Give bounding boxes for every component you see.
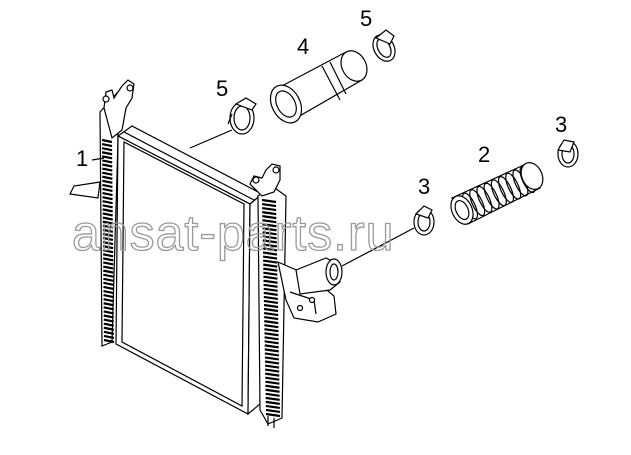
callout-1: 1 (76, 146, 88, 171)
callout-3-upper: 3 (555, 112, 567, 137)
callout-5-right: 5 (360, 6, 372, 31)
hose-clamp-icon (413, 205, 435, 236)
hose-clamp-icon (372, 29, 396, 62)
callout-4: 4 (297, 34, 309, 59)
straight-hose-icon (269, 50, 368, 124)
leader-line-1 (91, 157, 105, 161)
watermark-text: ansat-parts.ru (72, 205, 394, 261)
callout-3-lower: 3 (418, 174, 430, 199)
callout-5-left: 5 (216, 76, 228, 101)
intercooler-core-icon (69, 79, 343, 428)
assembly-line-upper (189, 129, 233, 149)
hose-clamp-icon (227, 97, 257, 135)
assembly-line-lower (341, 227, 415, 267)
hose-clamp-icon (557, 139, 579, 168)
callout-2: 2 (478, 142, 490, 167)
corrugated-hose-icon (450, 162, 544, 225)
